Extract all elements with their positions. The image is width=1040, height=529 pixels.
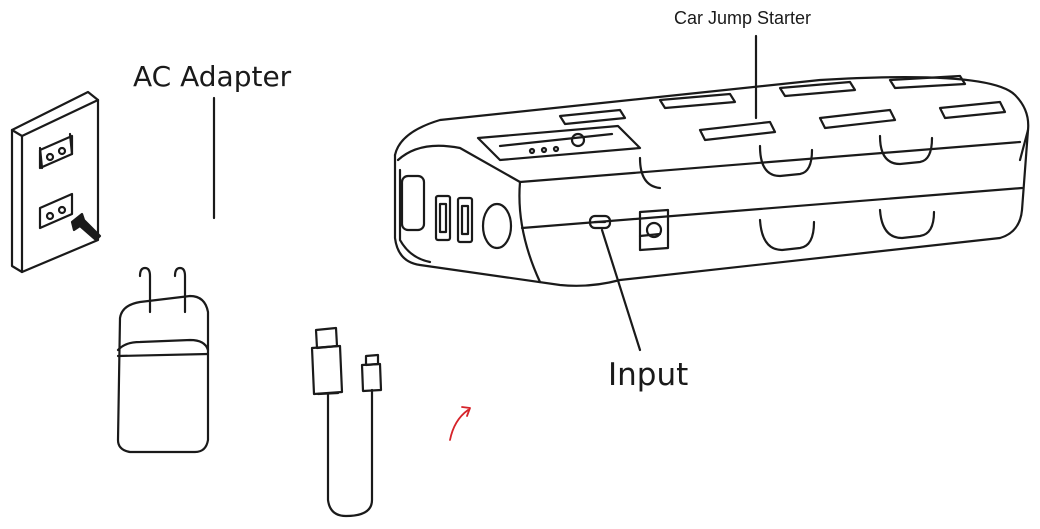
car-jump-starter-label: Car Jump Starter — [674, 8, 812, 28]
ac-adapter-plug-icon — [116, 266, 210, 454]
ac-adapter-label: AC Adapter — [133, 60, 292, 93]
jump-starter-device-icon — [393, 74, 1030, 287]
wall-socket-icon — [10, 90, 102, 274]
input-label: Input — [608, 357, 689, 393]
usb-cable-icon — [310, 326, 383, 518]
input-leader-line — [600, 228, 642, 352]
pointer-arrow-icon — [449, 409, 469, 441]
